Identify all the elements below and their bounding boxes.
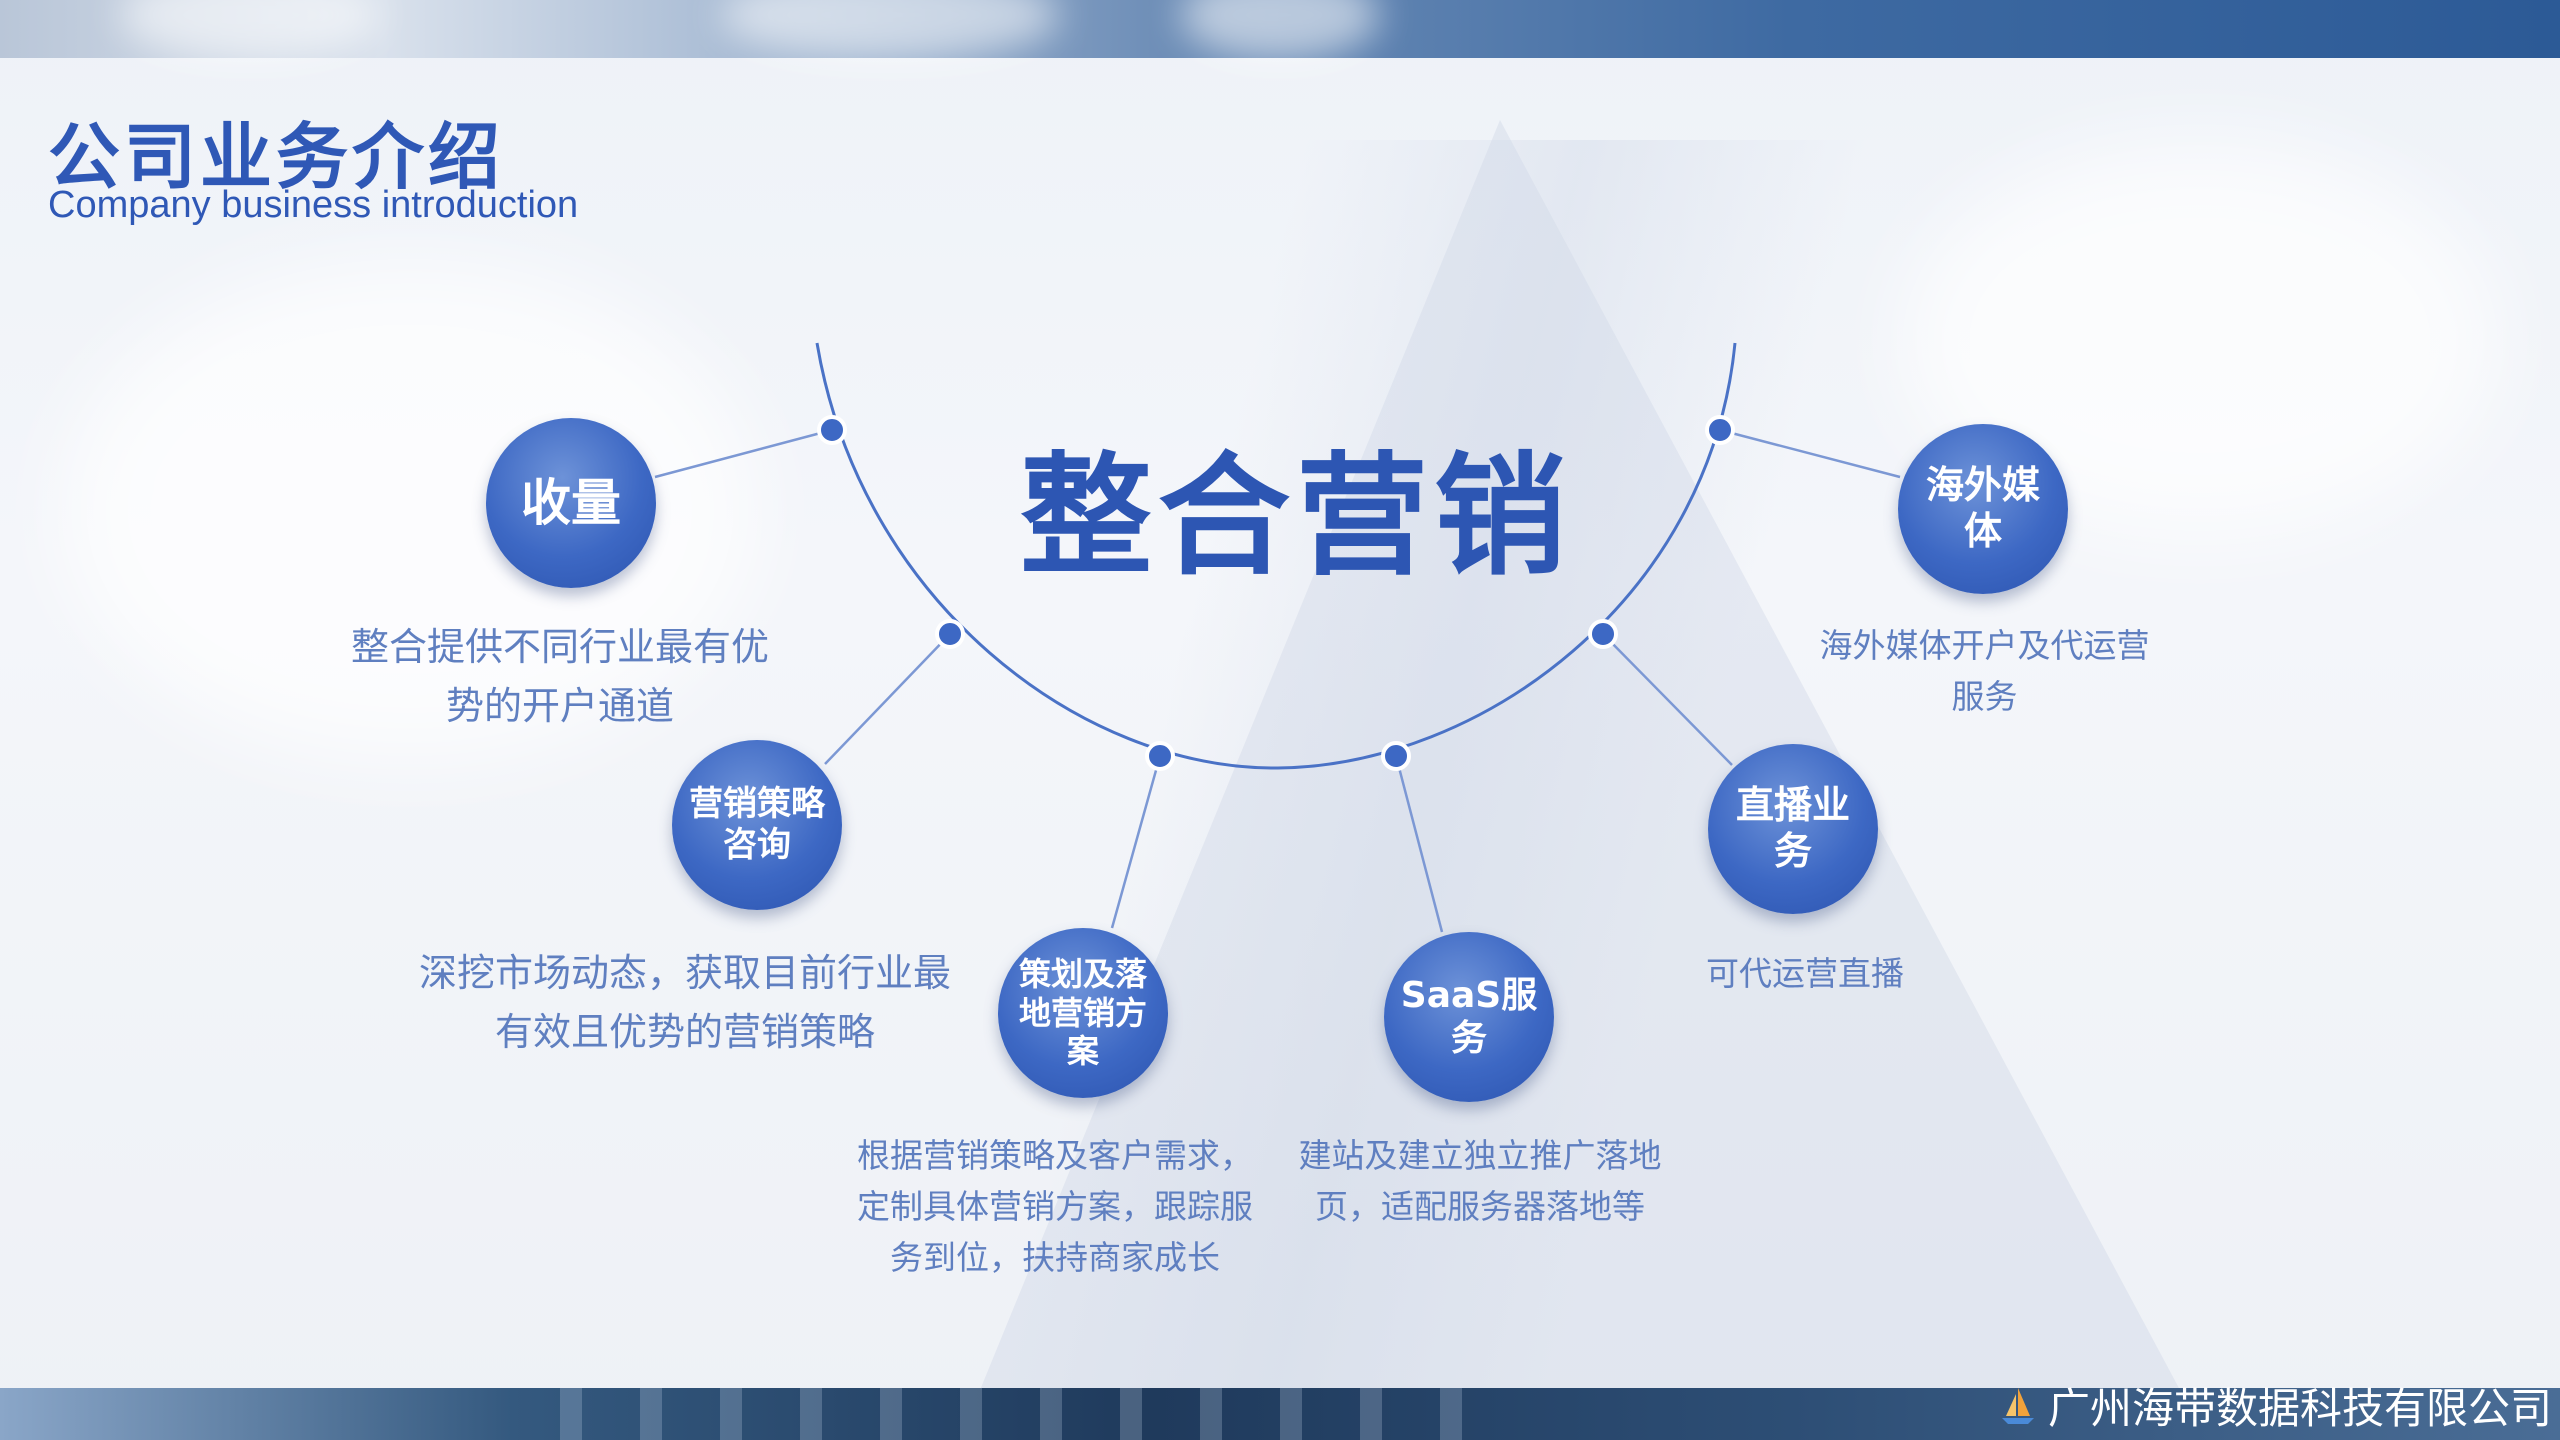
node-live-streaming: 直播业务 [1708, 744, 1878, 914]
node-label: 海外媒体 [1925, 463, 2040, 553]
node-description: 海外媒体开户及代运营服务 [1819, 626, 2150, 717]
page-title: 公司业务介绍 [48, 115, 505, 199]
connector-dot [1381, 741, 1411, 771]
diagram-center-title: 整合营销 [1020, 440, 1572, 594]
node-label: 营销策略咨询 [689, 784, 825, 865]
node-description: 可代运营直播 [1706, 954, 1904, 993]
node-overseas-media: 海外媒体 [1898, 424, 2068, 594]
node-label: 策划及落地营销方案 [1018, 955, 1147, 1071]
connector-line [1719, 428, 1901, 479]
node-description: 深挖市场动态，获取目前行业最有效且优势的营销策略 [418, 951, 951, 1054]
company-name: 广州海带数据科技有限公司 [2047, 1384, 2552, 1433]
node-description: 根据营销策略及客户需求，定制具体营销方案，跟踪服务到位，扶持商家成长 [857, 1136, 1253, 1278]
connector-line [654, 428, 833, 479]
node-marketing-strategy: 营销策略咨询 [672, 740, 842, 910]
node-label: 收量 [521, 474, 621, 532]
node-marketing-plan: 策划及落地营销方案 [998, 928, 1168, 1098]
connector-dot [1145, 741, 1175, 771]
node-description: 整合提供不同行业最有优势的开户通道 [350, 625, 769, 728]
page-subtitle: Company business introduction [48, 184, 579, 226]
connector-line [1394, 755, 1444, 933]
connector-line [824, 633, 951, 765]
node-traffic: 收量 [486, 418, 656, 588]
node-label: SaaS服务 [1400, 974, 1538, 1059]
connector-dot [1705, 415, 1735, 445]
company-footer: 广州海带数据科技有限公司 [2000, 1375, 2552, 1436]
connector-dot [1588, 619, 1618, 649]
connector-dot [817, 415, 847, 445]
node-label: 直播业务 [1735, 783, 1850, 873]
connector-dot [935, 619, 965, 649]
connector-line [1602, 633, 1733, 766]
node-description: 建站及建立独立推广落地页，适配服务器落地等 [1298, 1136, 1662, 1227]
bottom-city-band [0, 1388, 2560, 1440]
sail-logo-icon [2001, 1387, 2034, 1424]
connector-line [1110, 755, 1162, 929]
arc-connector [815, 342, 1737, 770]
node-saas: SaaS服务 [1384, 932, 1554, 1102]
